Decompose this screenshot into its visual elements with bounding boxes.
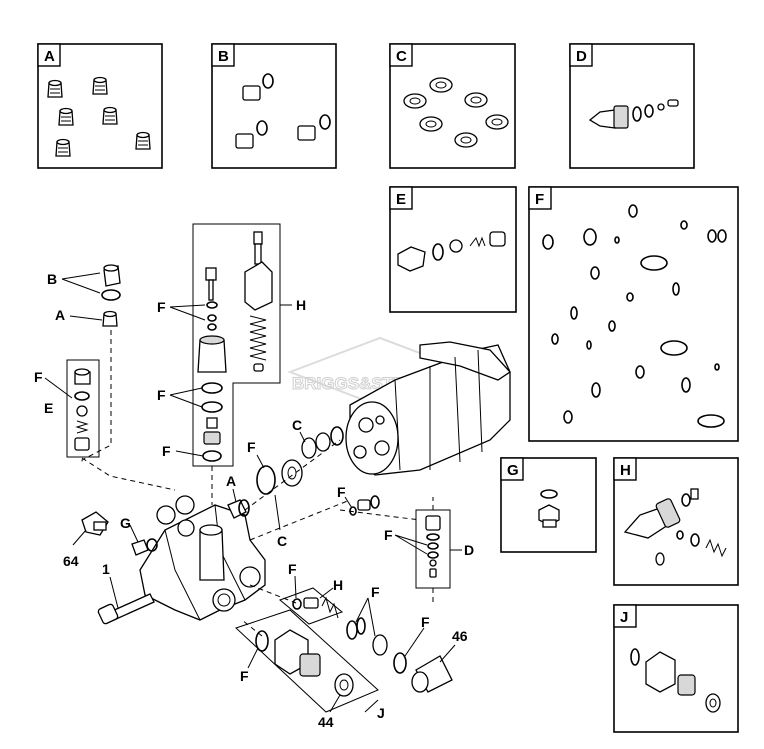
callout-f-j2: F <box>421 614 430 630</box>
drain-plug-g <box>538 489 560 528</box>
inset-box-d-letter: D <box>576 48 587 65</box>
callout-f-mid: F <box>247 439 256 455</box>
inset-box-g: G <box>500 457 597 553</box>
left-component-stack <box>66 264 121 458</box>
callout-d: D <box>464 542 474 558</box>
inset-box-g-letter: G <box>507 462 519 479</box>
callout-c-top: C <box>292 417 302 433</box>
unloader-kit-h <box>623 488 727 566</box>
inset-box-c: C <box>389 43 516 169</box>
check-valve-kit-e <box>397 231 506 272</box>
callout-f-d1: F <box>337 484 346 500</box>
unloader-stack-h <box>192 223 281 467</box>
seal-stack-middle <box>227 426 344 519</box>
check-valve-set <box>47 76 151 157</box>
callout-f-j1: F <box>371 584 380 600</box>
leader-lines <box>81 330 434 637</box>
callout-f-left: F <box>34 369 43 385</box>
unloader-small-stack-d <box>349 495 451 589</box>
inset-box-b: B <box>211 43 337 169</box>
unloader-kit-d <box>588 99 679 129</box>
callout-a-mid: A <box>226 473 236 489</box>
plug-set <box>235 73 331 149</box>
callout-a: A <box>55 307 65 323</box>
inset-box-b-letter: B <box>218 48 229 65</box>
callout-f-hb: F <box>288 561 297 577</box>
seal-set <box>403 77 509 148</box>
inset-box-f: F <box>528 186 739 442</box>
callout-j: J <box>377 705 385 721</box>
inset-box-h-letter: H <box>620 462 631 479</box>
callout-f-h3: F <box>162 443 171 459</box>
o-ring-set <box>542 204 727 428</box>
inset-box-h: H <box>613 457 739 586</box>
callout-64: 64 <box>63 553 79 569</box>
callout-44: 44 <box>318 714 334 730</box>
inset-box-c-letter: C <box>396 48 407 65</box>
callout-b: B <box>47 271 57 287</box>
outlet-kit-j <box>630 648 721 713</box>
callout-f-j3: F <box>240 668 249 684</box>
pump-crankcase <box>345 341 511 476</box>
outlet-bottom-j <box>235 609 453 713</box>
callout-labels: B A F E F F F H F C A C G 64 1 F F D F H… <box>34 271 474 730</box>
callout-h-bot: H <box>333 577 343 593</box>
inset-box-f-letter: F <box>535 191 544 208</box>
unloader-bottom-h <box>279 587 343 625</box>
pump-manifold <box>139 495 266 621</box>
inset-box-j: J <box>613 604 739 733</box>
callout-g: G <box>120 515 131 531</box>
callout-leaders <box>44 272 462 713</box>
callout-h-top: H <box>296 297 306 313</box>
inset-box-a: A <box>37 43 163 169</box>
inset-box-d: D <box>569 43 695 169</box>
inset-box-j-letter: J <box>620 609 628 626</box>
callout-e: E <box>44 400 53 416</box>
inset-box-e-letter: E <box>396 191 406 208</box>
inset-box-a-letter: A <box>44 48 55 65</box>
inset-box-e: E <box>389 186 517 313</box>
callout-f-h1: F <box>157 299 166 315</box>
callout-f-d2: F <box>384 527 393 543</box>
callout-46: 46 <box>452 628 468 644</box>
callout-c-bot: C <box>277 533 287 549</box>
callout-f-h2: F <box>157 387 166 403</box>
callout-1: 1 <box>102 561 110 577</box>
misc-hardware <box>81 511 158 625</box>
